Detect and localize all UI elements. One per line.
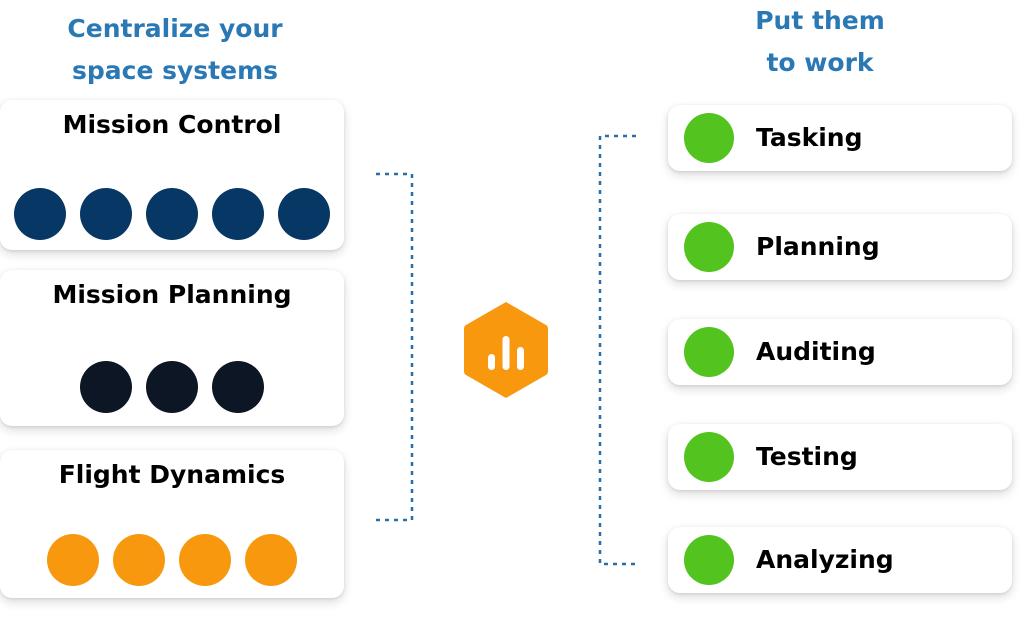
task-label: Tasking (756, 123, 863, 152)
right-heading: Put them to work (720, 0, 920, 84)
task-label: Testing (756, 442, 858, 471)
system-dot (278, 188, 330, 240)
task-card-auditing: Auditing (668, 319, 1012, 385)
task-status-dot (684, 535, 734, 585)
system-dot (212, 188, 264, 240)
hub-bar-1 (488, 354, 495, 370)
bar-chart-hexagon-icon (464, 302, 548, 398)
left-heading-line-2: space systems (71, 56, 279, 85)
task-status-dot (684, 432, 734, 482)
right-heading-line-2: to work (766, 48, 874, 77)
system-dot (14, 188, 66, 240)
system-dot (146, 188, 198, 240)
system-dot (146, 361, 198, 413)
system-dot (80, 188, 132, 240)
system-title: Mission Planning (52, 280, 292, 309)
hub-bar-3 (517, 347, 524, 370)
system-dots (0, 188, 344, 240)
task-card-tasking: Tasking (668, 105, 1012, 171)
task-card-analyzing: Analyzing (668, 527, 1012, 593)
task-card-testing: Testing (668, 424, 1012, 490)
system-dot (245, 534, 297, 586)
left-heading: Centralize your space systems (30, 8, 320, 92)
system-card-mission-control: Mission Control (0, 100, 344, 250)
task-label: Auditing (756, 337, 876, 366)
left-heading-line-1: Centralize your (67, 14, 283, 43)
task-status-dot (684, 113, 734, 163)
right-bracket-connector (598, 134, 636, 566)
system-dot (179, 534, 231, 586)
task-status-dot (684, 222, 734, 272)
system-title: Mission Control (62, 110, 282, 139)
system-card-mission-planning: Mission Planning (0, 270, 344, 426)
system-dots (0, 361, 344, 413)
task-label: Analyzing (756, 545, 894, 574)
system-title: Flight Dynamics (58, 460, 286, 489)
hub-bar-2 (502, 336, 510, 370)
system-dots (0, 534, 344, 586)
task-card-planning: Planning (668, 214, 1012, 280)
system-dot (212, 361, 264, 413)
task-status-dot (684, 327, 734, 377)
system-card-flight-dynamics: Flight Dynamics (0, 450, 344, 598)
system-dot (47, 534, 99, 586)
system-dot (113, 534, 165, 586)
right-heading-line-1: Put them (755, 6, 885, 35)
task-label: Planning (756, 232, 880, 261)
left-bracket-connector (376, 172, 414, 522)
system-dot (80, 361, 132, 413)
